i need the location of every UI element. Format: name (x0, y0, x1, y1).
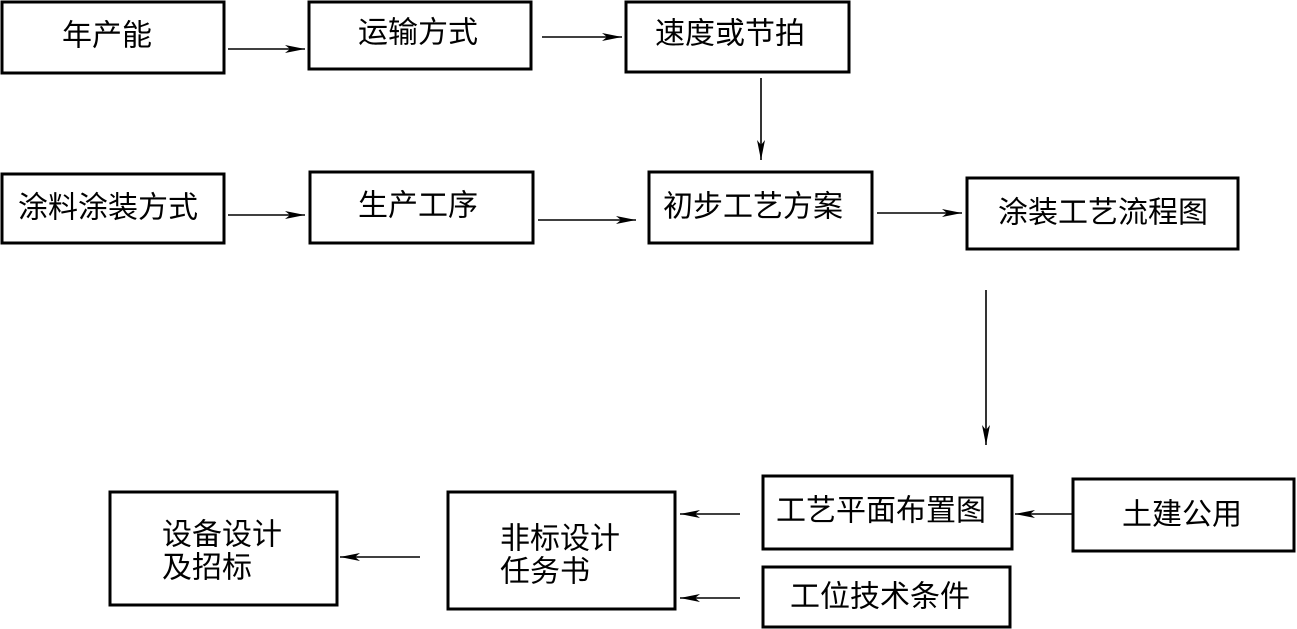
node-nonstandard-task: 非标设计 任务书 (446, 490, 677, 611)
node-label-line-2: 及招标 (162, 551, 252, 586)
node-label-line-1: 非标设计 (500, 522, 620, 557)
node-workstation-specs: 工位技术条件 (761, 565, 1012, 629)
node-box (308, 170, 535, 245)
node-box (0, 172, 226, 245)
node-label: 生产工序 (358, 189, 478, 224)
edges (228, 33, 1072, 602)
node-box (108, 490, 339, 607)
node-label-line-1: 设备设计 (162, 518, 282, 553)
node-transport-mode: 运输方式 (307, 0, 533, 71)
node-box (446, 490, 677, 611)
node-annual-capacity: 年产能 (0, 0, 226, 75)
node-preliminary-plan: 初步工艺方案 (647, 170, 874, 245)
node-label: 工位技术条件 (790, 580, 970, 615)
node-box (307, 0, 533, 71)
node-label: 年产能 (62, 19, 152, 54)
node-box (761, 474, 1014, 551)
node-box (0, 0, 226, 75)
node-production-process: 生产工序 (308, 170, 535, 245)
node-box (965, 176, 1240, 251)
node-layout-plan: 工艺平面布置图 (761, 474, 1014, 551)
node-civil-utilities: 土建公用 (1071, 477, 1296, 553)
node-speed-or-takt: 速度或节拍 (624, 0, 851, 74)
node-label: 初步工艺方案 (663, 190, 843, 225)
node-equipment-design: 设备设计 及招标 (108, 490, 339, 607)
node-label: 土建公用 (1122, 498, 1242, 533)
node-label: 运输方式 (358, 16, 478, 51)
node-label-line-2: 任务书 (500, 555, 590, 590)
node-box (624, 0, 851, 74)
node-coating-flowchart: 涂装工艺流程图 (965, 176, 1240, 251)
node-label: 涂装工艺流程图 (998, 196, 1208, 231)
node-label: 工艺平面布置图 (776, 494, 986, 529)
node-label: 速度或节拍 (655, 17, 805, 52)
node-box (1071, 477, 1296, 553)
node-label: 涂料涂装方式 (18, 191, 198, 226)
node-box (761, 565, 1012, 629)
node-box (647, 170, 874, 245)
node-coating-method: 涂料涂装方式 (0, 172, 226, 245)
